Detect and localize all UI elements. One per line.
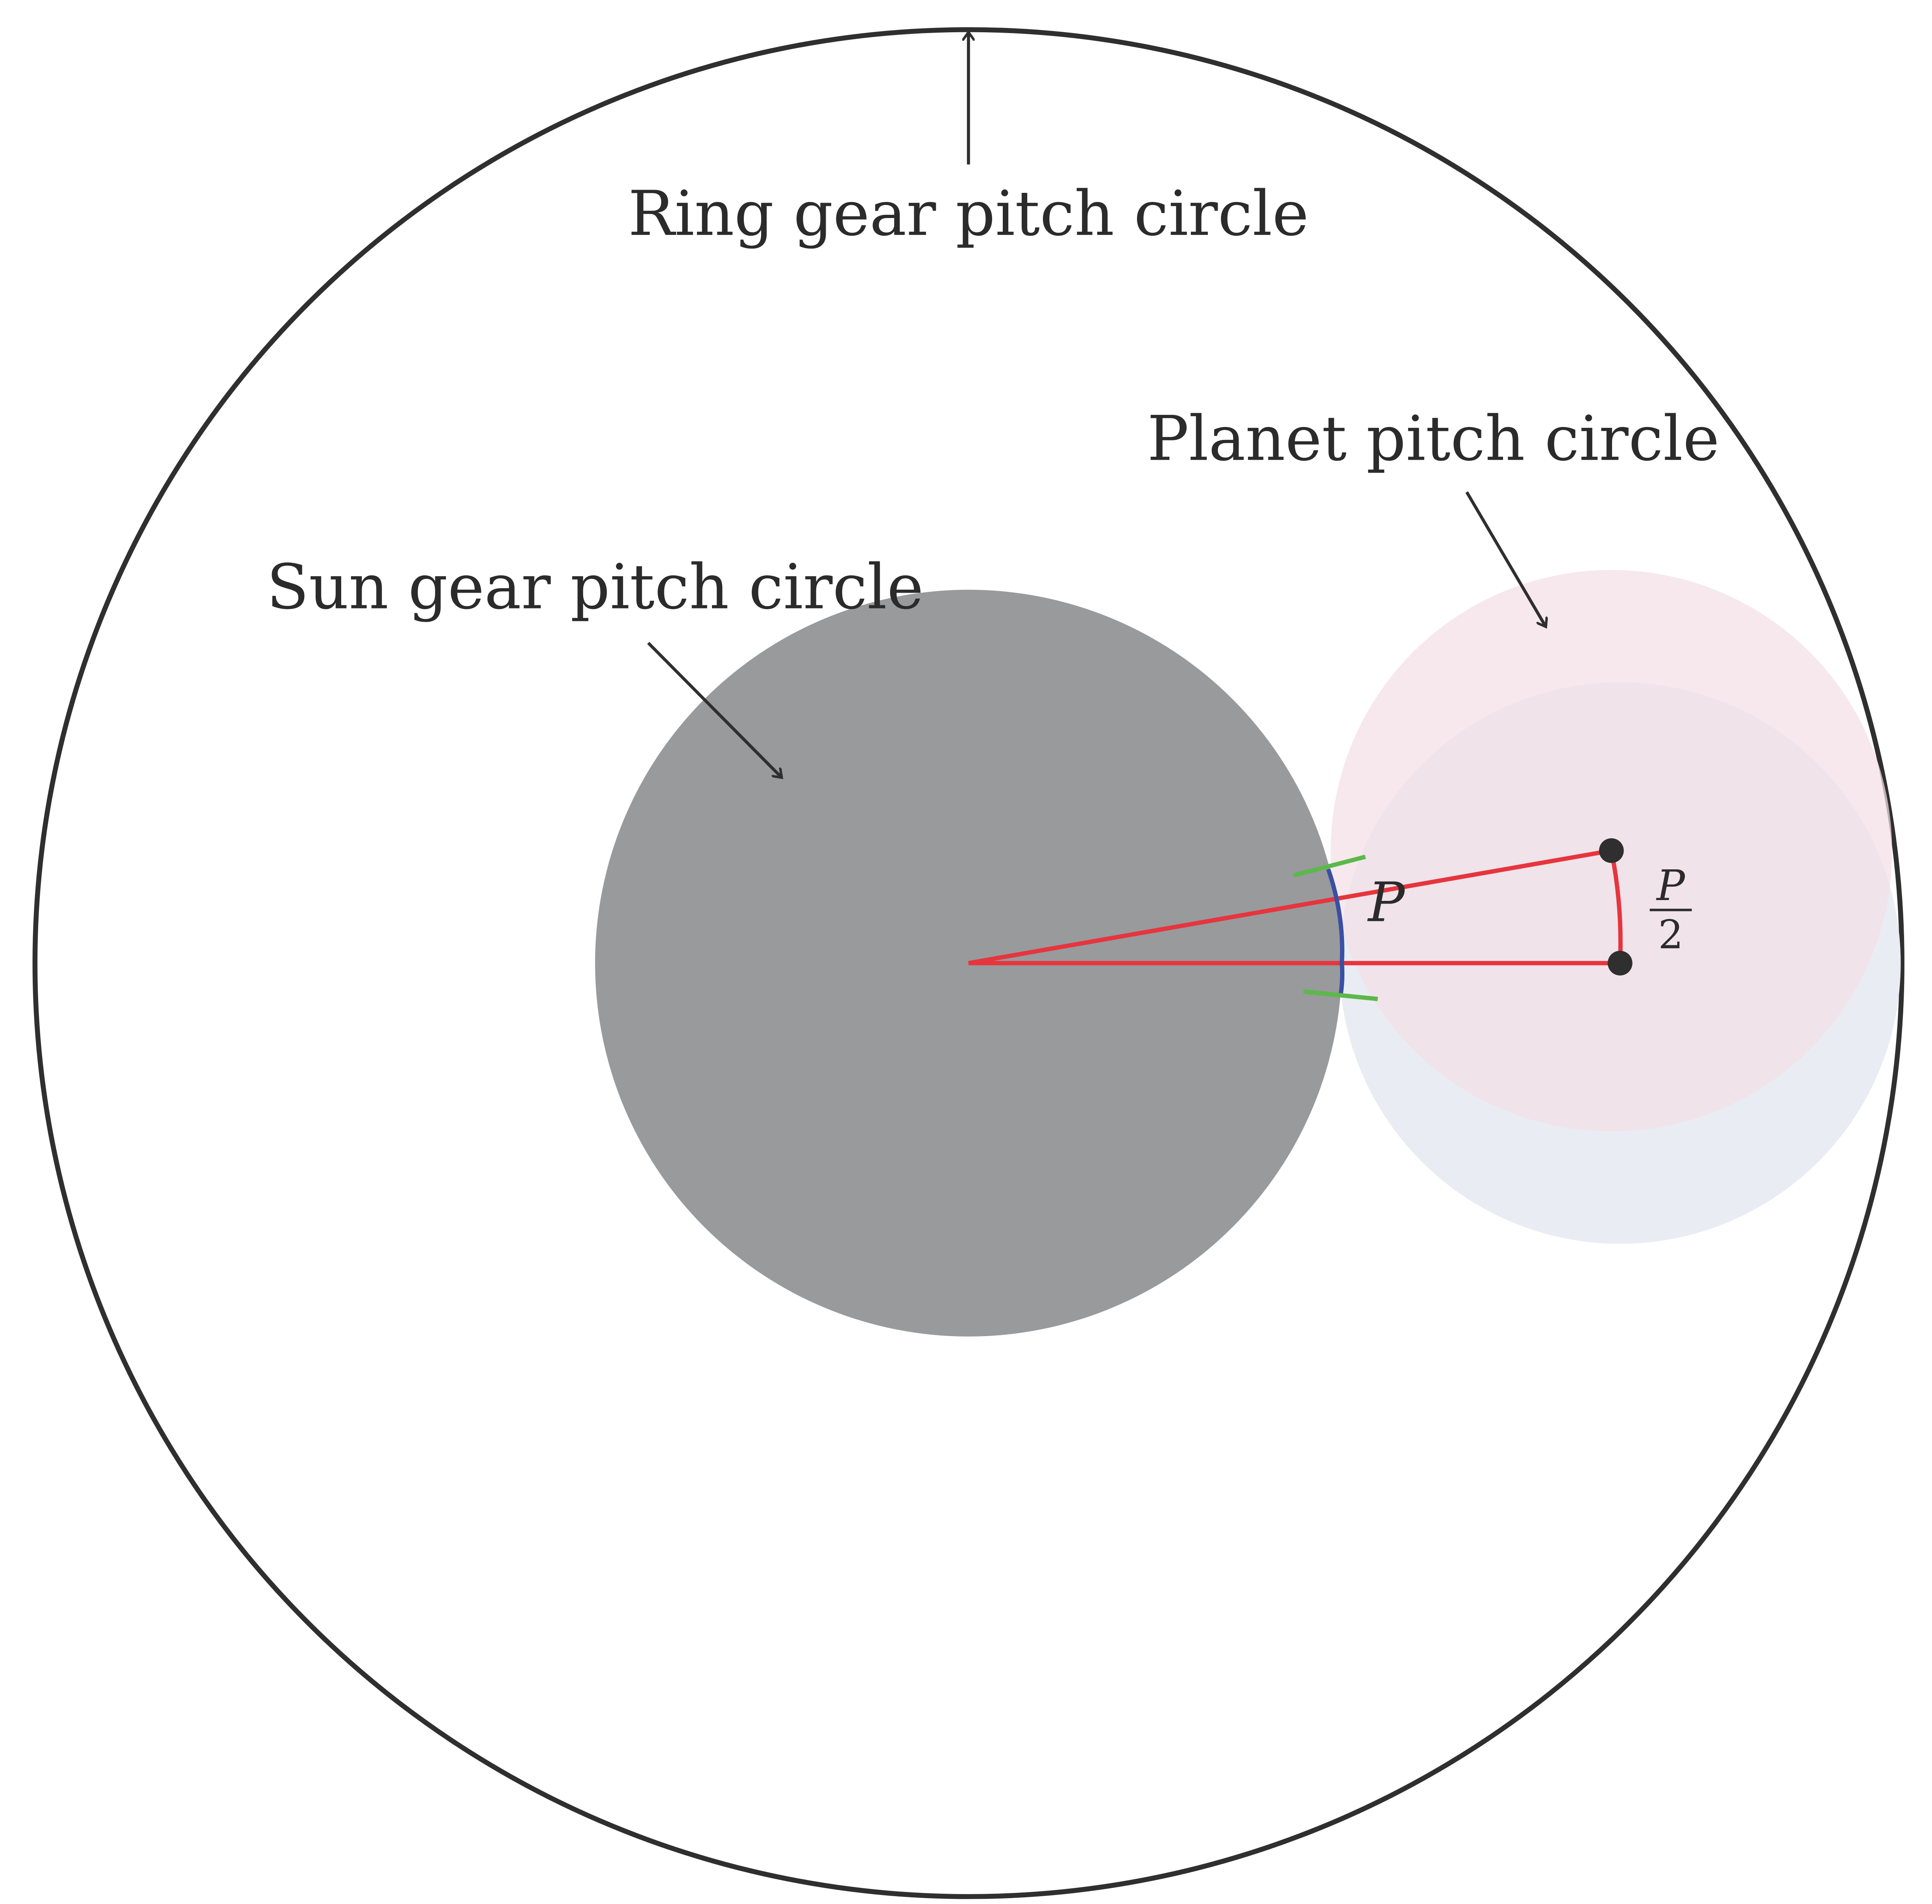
planet-label-arrow <box>1465 491 1546 627</box>
half-denominator-label: 2 <box>1658 912 1683 958</box>
sun-label-arrow <box>647 641 782 778</box>
ring-gear-pitch-circle <box>32 27 1904 1899</box>
planet-label: Planet pitch circle <box>1147 403 1719 475</box>
half-numerator-label: P <box>1656 861 1686 910</box>
arc-tick-lower <box>1303 989 1378 1001</box>
ring-gear-label: Ring gear pitch circle <box>628 178 1309 250</box>
planet-center-dot-upper <box>1599 838 1624 863</box>
angle-line-upper <box>968 848 1612 965</box>
arc-tick-upper <box>1293 854 1366 878</box>
sun-gear-label: Sun gear pitch circle <box>266 551 923 623</box>
planet-offset-arc <box>1609 850 1623 963</box>
pitch-arc-p <box>1326 868 1345 996</box>
arc-length-label: P <box>1367 871 1405 934</box>
planet-center-dot-lower <box>1607 950 1632 976</box>
